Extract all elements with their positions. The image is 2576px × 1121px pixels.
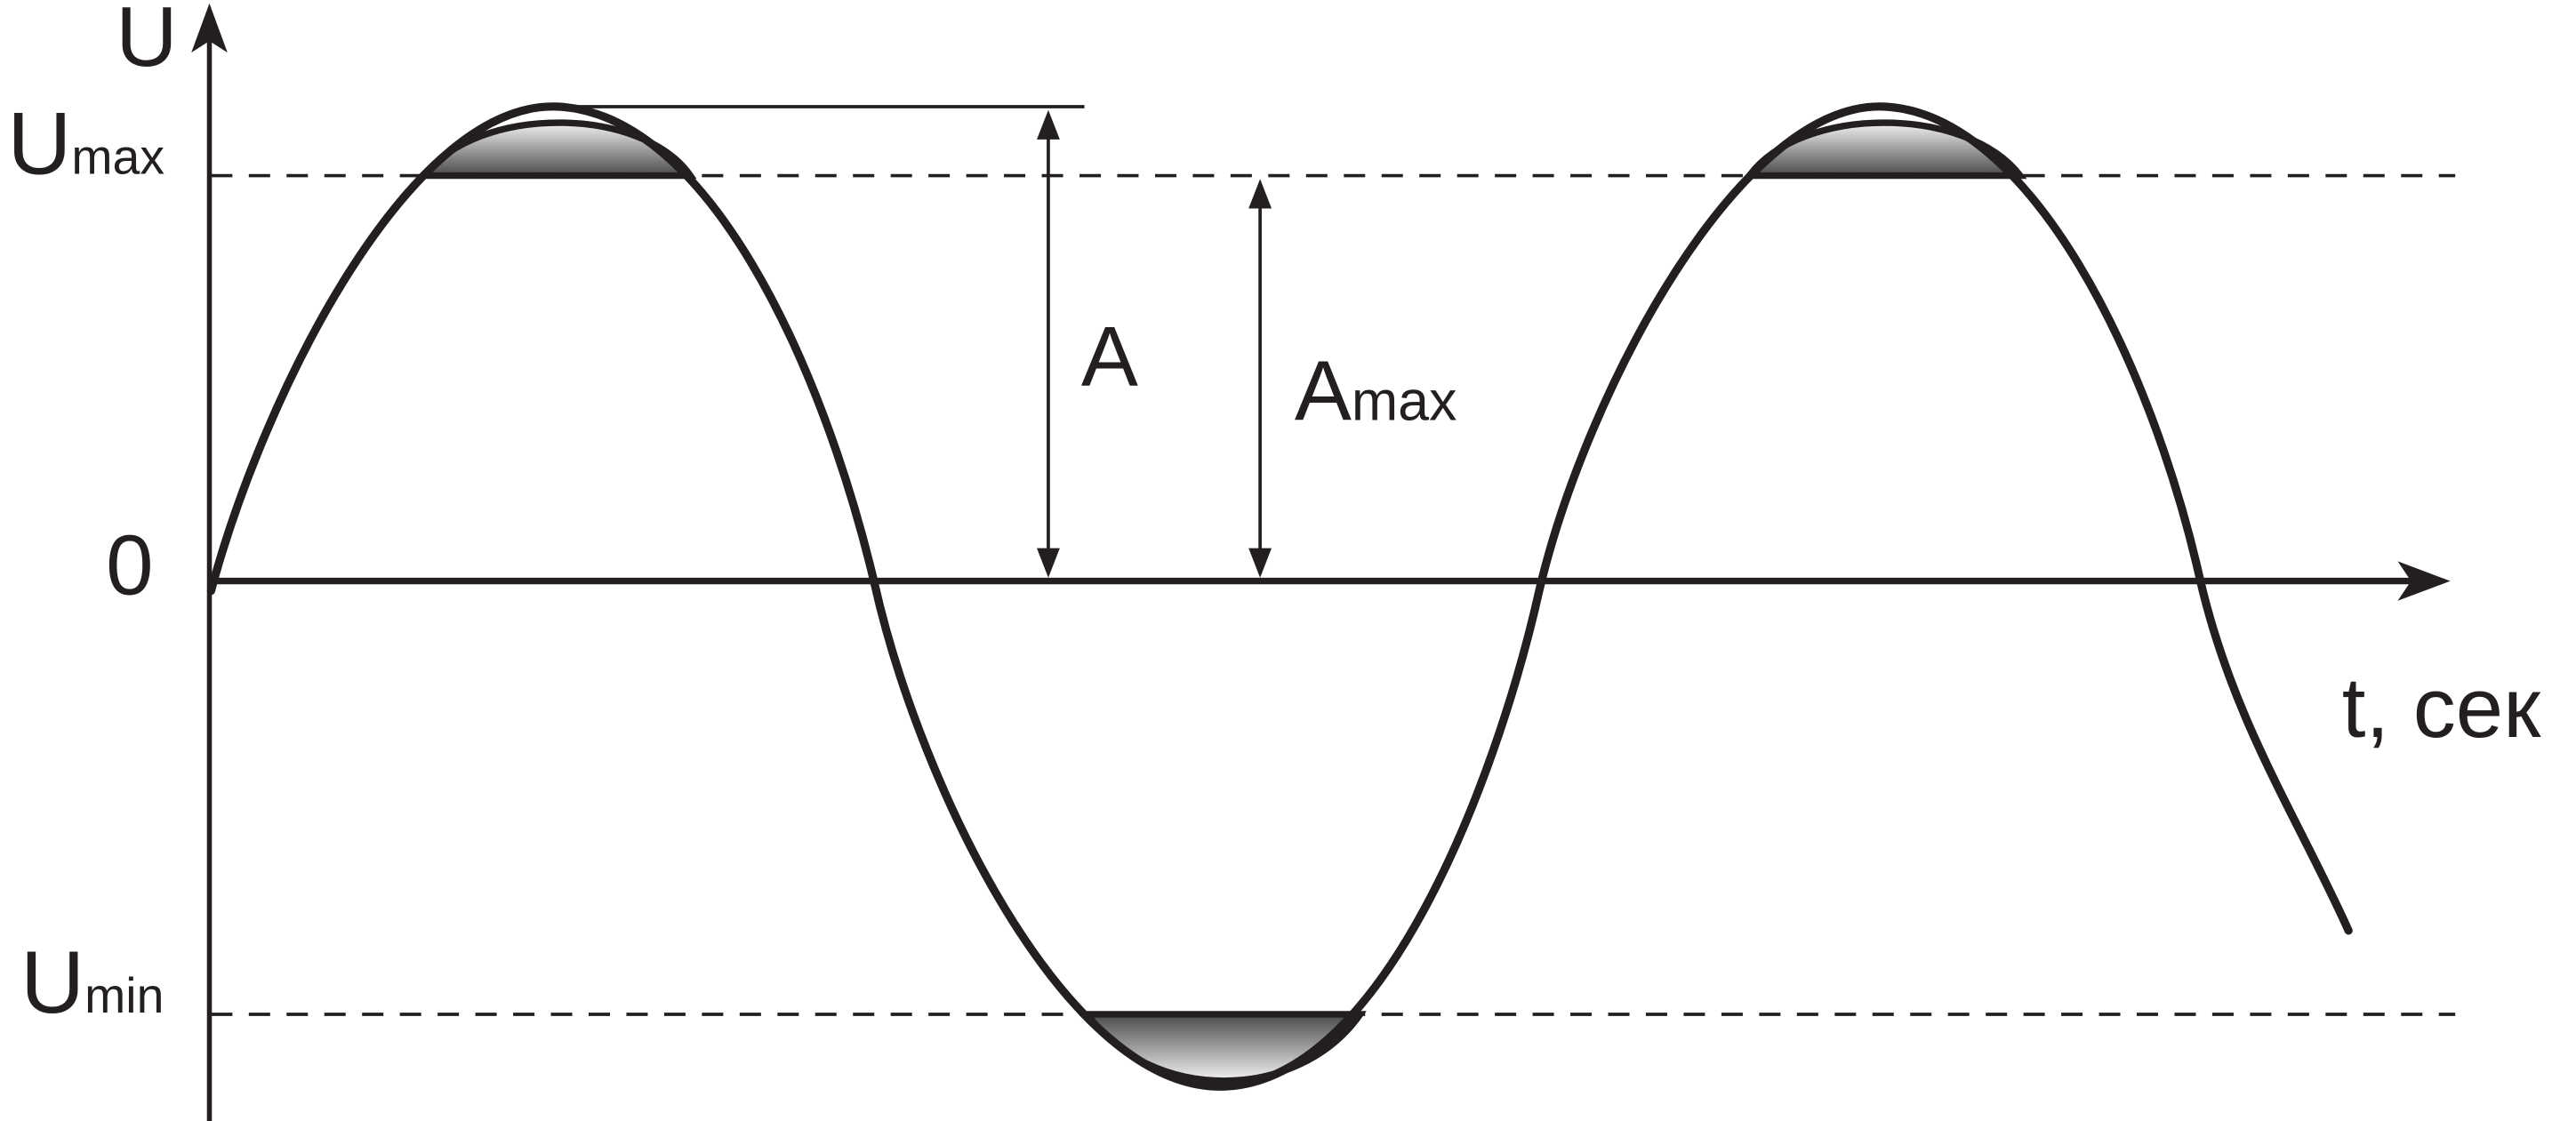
origin-label: 0 (106, 517, 153, 613)
umax-label-sub: max (71, 130, 165, 185)
axis-y-label: U (116, 0, 177, 84)
umin-label: Umin (20, 933, 164, 1032)
sine-wave (206, 102, 2353, 1091)
amax-label: Amax (1295, 344, 1457, 439)
amax-label-main: A (1295, 344, 1352, 439)
amplitude-arrowhead-bottom (1037, 548, 1060, 578)
amplitude-arrowhead-top (1037, 109, 1060, 140)
umax-label-main: U (7, 95, 71, 194)
umax-label: Umax (7, 95, 165, 194)
amax-arrowhead-top (1248, 179, 1272, 209)
axis-x-label: t, сек (2342, 661, 2541, 756)
umin-label-sub: min (84, 968, 164, 1023)
amax-label-sub: max (1352, 371, 1457, 433)
amplitude-label: A (1081, 309, 1138, 404)
umin-label-main: U (20, 933, 84, 1032)
x-axis-arrowhead (2397, 561, 2451, 601)
peak-cap-1 (417, 119, 697, 180)
y-axis-arrowhead (191, 3, 228, 53)
amax-arrowhead-bottom (1248, 548, 1272, 578)
